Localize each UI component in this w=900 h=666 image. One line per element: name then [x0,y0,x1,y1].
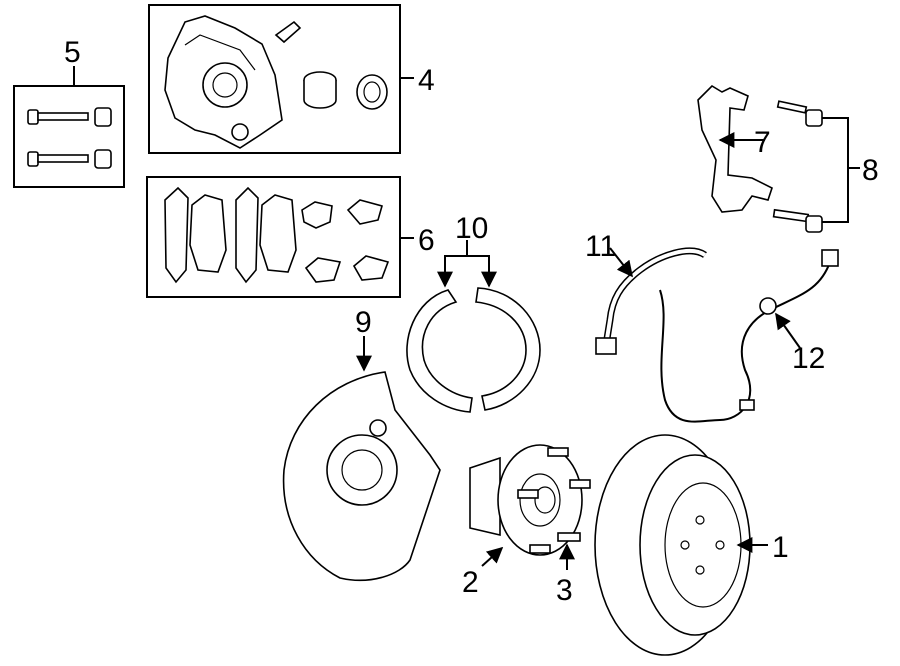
callout-10: 10 [455,212,488,245]
callout-5: 5 [64,36,81,69]
pad-clips [301,199,390,283]
callout-9: 9 [355,306,372,339]
bolts-box [13,85,125,188]
callout-7: 7 [754,126,771,159]
bolt-upper [27,107,112,127]
abs-sensor-part [659,249,839,423]
brake-hose-part [595,247,707,355]
backing-plate-part [282,371,441,582]
bracket-bolt-upper [776,100,823,127]
callout-4: 4 [418,64,435,97]
bracket-bolt-lower [772,208,823,233]
parking-brake-shoes-part [406,287,541,413]
bleeder-screw [274,20,302,44]
callout-1: 1 [772,531,789,564]
wheel-studs [517,447,591,554]
callout-6: 6 [418,224,435,257]
callout-8: 8 [862,154,879,187]
caliper-bolts-group [13,66,125,188]
caliper-bracket-part [697,84,773,213]
callout-11: 11 [585,230,616,263]
caliper-group [148,4,414,154]
caliper-body [164,15,283,149]
callout-3: 3 [556,574,573,607]
rotor-disc-part [594,434,751,656]
pad-set-2 [235,186,297,284]
callout-12: 12 [792,342,825,375]
piston-seal [356,74,388,110]
brake-pads-group [146,176,414,298]
pad-set-1 [164,186,227,284]
hub-bearing-part [469,444,583,556]
callout-2: 2 [462,566,479,599]
bolt-lower [27,149,112,169]
piston [303,71,337,109]
